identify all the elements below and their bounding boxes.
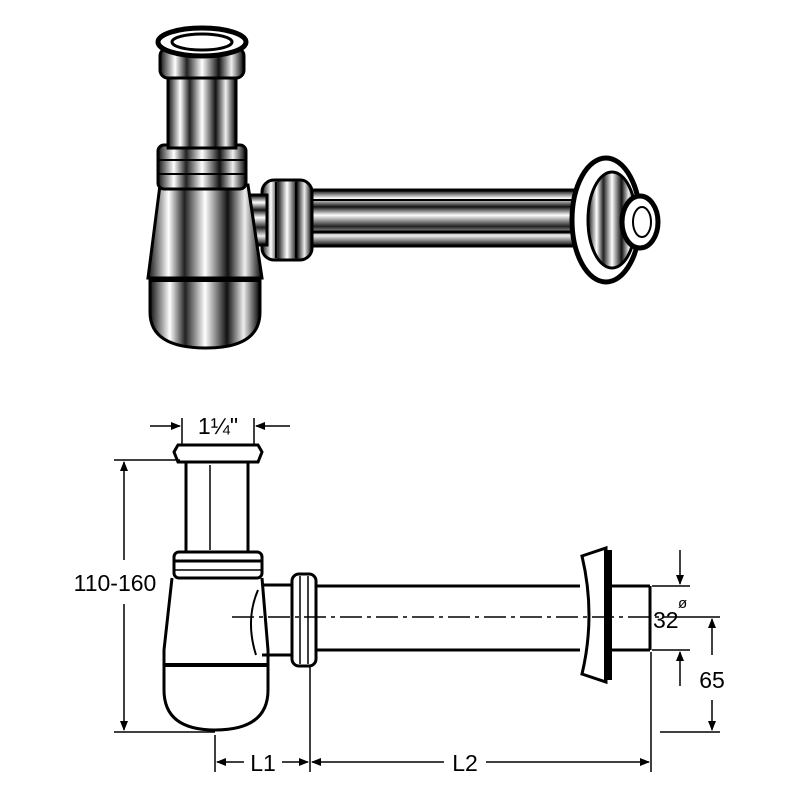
coupling-outline (290, 572, 318, 668)
bottle-bottom-outline (162, 660, 270, 732)
height-range-label: 110-160 (74, 570, 157, 596)
bottle-outline (162, 577, 270, 667)
outlet-pipe-3d (298, 188, 592, 248)
outlet-height-label: 65 (699, 667, 725, 693)
bottle-body-3d (146, 183, 264, 350)
collar-3d (156, 143, 248, 191)
l1-label: L1 (250, 750, 276, 776)
dimension-drawing (114, 418, 720, 772)
wall-flange-3d (569, 155, 661, 285)
coupling-nut-3d (260, 178, 314, 262)
inlet-ring-outline (172, 443, 264, 464)
diameter-symbol-label: ø (678, 595, 687, 612)
collar-outline (172, 550, 264, 580)
wall-flange-outline (580, 545, 608, 685)
inlet-size-label: 1¼" (198, 413, 238, 439)
pipe-diameter-label: 32 (653, 607, 679, 633)
inlet-ring-3d (155, 25, 249, 80)
trap-illustration (146, 25, 661, 350)
inlet-tube-3d (166, 66, 238, 150)
l2-label: L2 (452, 750, 478, 776)
